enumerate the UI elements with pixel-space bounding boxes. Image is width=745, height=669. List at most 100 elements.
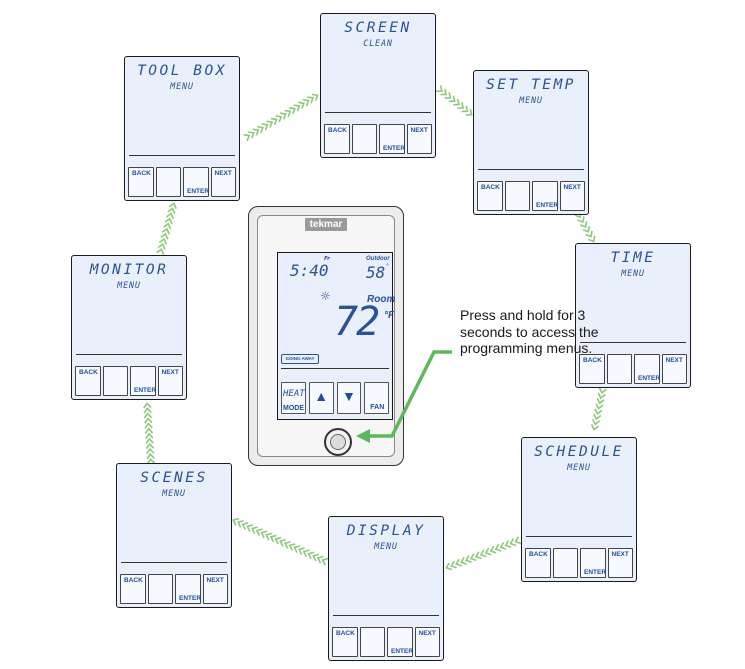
enter-button[interactable]: ENTER <box>183 167 209 197</box>
enter-button[interactable]: ENTER <box>387 627 413 657</box>
enter-label: ENTER <box>638 375 661 382</box>
back-button[interactable]: BACK <box>525 548 551 578</box>
soft-button-row: BACK ENTER NEXT <box>324 124 432 154</box>
room-temp: 72 <box>334 299 380 345</box>
fan-label: FAN <box>370 404 385 411</box>
enter-label: ENTER <box>391 648 414 655</box>
lcd-divider <box>325 112 431 113</box>
chain-chevron <box>265 532 272 541</box>
next-button[interactable]: NEXT <box>607 548 633 578</box>
back-button[interactable]: BACK <box>128 167 154 197</box>
mode-display: HEAT <box>283 389 305 399</box>
menu-title: SCREEN <box>344 20 412 36</box>
next-button[interactable]: NEXT <box>414 627 440 657</box>
back-label: BACK <box>583 357 602 364</box>
menu-subtitle: MENU <box>519 96 543 106</box>
back-button[interactable]: BACK <box>120 574 146 604</box>
chain-chevron <box>461 105 469 113</box>
next-button[interactable]: NEXT <box>661 354 687 384</box>
blank-button[interactable] <box>351 124 377 154</box>
menu-title: SET TEMP <box>486 77 576 93</box>
back-button[interactable]: BACK <box>332 627 358 657</box>
chain-chevron <box>168 202 177 209</box>
instruction-note: Press and hold for 3 seconds to access t… <box>460 307 599 356</box>
enter-button[interactable]: ENTER <box>634 354 660 384</box>
chain-chevron <box>474 551 482 560</box>
chain-chevron <box>302 549 310 558</box>
next-label: NEXT <box>665 357 683 364</box>
blank-button[interactable] <box>552 548 578 578</box>
down-button[interactable]: ▼ <box>336 382 362 414</box>
menu-tool-box: TOOL BOX MENU BACK ENTER NEXT <box>124 56 240 201</box>
chain-chevron <box>302 98 310 107</box>
back-button[interactable]: BACK <box>477 181 503 211</box>
chain-chevron <box>593 413 602 421</box>
chain-chevron <box>514 536 522 545</box>
chain-chevron <box>597 392 606 400</box>
blank-button[interactable] <box>155 167 181 197</box>
lcd-divider <box>526 536 632 537</box>
back-button[interactable]: BACK <box>579 354 605 384</box>
chain-chevron <box>144 417 153 424</box>
enter-label: ENTER <box>383 145 406 152</box>
chain-chevron <box>250 526 258 534</box>
blank-button[interactable] <box>102 366 128 396</box>
chain-chevron <box>266 120 274 128</box>
menu-display: DISPLAY MENU BACK ENTER NEXT <box>328 516 444 661</box>
chain-chevron <box>145 432 154 439</box>
fan-button[interactable]: FAN <box>364 382 389 414</box>
enter-button[interactable]: ENTER <box>175 574 201 604</box>
menu-scenes: SCENES MENU BACK ENTER NEXT <box>116 463 232 608</box>
soft-button-row: BACK ENTER NEXT <box>128 167 236 197</box>
blank-button[interactable] <box>359 627 385 657</box>
soft-button-row: BACK ENTER NEXT <box>332 627 440 657</box>
chain-chevron <box>453 98 460 106</box>
chain-chevron <box>448 95 456 103</box>
menu-title: MONITOR <box>89 262 169 278</box>
next-label: NEXT <box>418 630 436 637</box>
lcd-divider <box>129 155 235 156</box>
chain-chevron <box>156 248 165 255</box>
chain-chevron <box>289 107 296 115</box>
chain-chevron <box>157 243 166 250</box>
menu-subtitle: MENU <box>374 542 398 552</box>
enter-button[interactable]: ENTER <box>379 124 405 154</box>
chain-chevron <box>160 232 169 240</box>
chain-chevron <box>577 216 585 224</box>
mode-button[interactable]: HEAT MODE <box>281 382 306 414</box>
blank-button[interactable] <box>606 354 632 384</box>
chain-chevron <box>484 547 492 556</box>
enter-button[interactable]: ENTER <box>130 366 156 396</box>
soft-button-row: BACK ENTER NEXT <box>579 354 687 384</box>
soft-button-row: BACK ENTER NEXT <box>75 366 183 396</box>
chain-chevron <box>445 562 453 571</box>
next-button[interactable]: NEXT <box>157 366 183 396</box>
chain-chevron <box>316 555 324 564</box>
enter-label: ENTER <box>179 595 202 602</box>
chain-chevron <box>144 422 153 429</box>
next-button[interactable]: NEXT <box>210 167 236 197</box>
chain-chevron <box>596 397 605 405</box>
chain-chevron <box>167 207 176 215</box>
chain-chevron <box>165 212 175 220</box>
back-label: BACK <box>132 170 151 177</box>
chain-chevron <box>307 96 315 104</box>
up-button[interactable]: ▲ <box>308 382 334 414</box>
outdoor-degree-icon: ° <box>386 263 389 270</box>
program-knob-button[interactable] <box>324 428 352 456</box>
chain-chevron <box>255 528 263 537</box>
back-button[interactable]: BACK <box>75 366 101 396</box>
thermostat-screen: 5:40 Fr Outdoor 58 ° ☼ Room 72 °F GOING … <box>277 252 395 420</box>
chain-chevron <box>594 408 603 416</box>
next-button[interactable]: NEXT <box>202 574 228 604</box>
next-button[interactable]: NEXT <box>559 181 585 211</box>
blank-button[interactable] <box>147 574 173 604</box>
brand-logo: tekmar <box>305 218 347 231</box>
chain-chevron <box>243 133 251 142</box>
enter-button[interactable]: ENTER <box>580 548 606 578</box>
back-button[interactable]: BACK <box>324 124 350 154</box>
chain-chevron <box>464 555 472 563</box>
blank-button[interactable] <box>504 181 530 211</box>
enter-button[interactable]: ENTER <box>532 181 558 211</box>
next-button[interactable]: NEXT <box>406 124 432 154</box>
